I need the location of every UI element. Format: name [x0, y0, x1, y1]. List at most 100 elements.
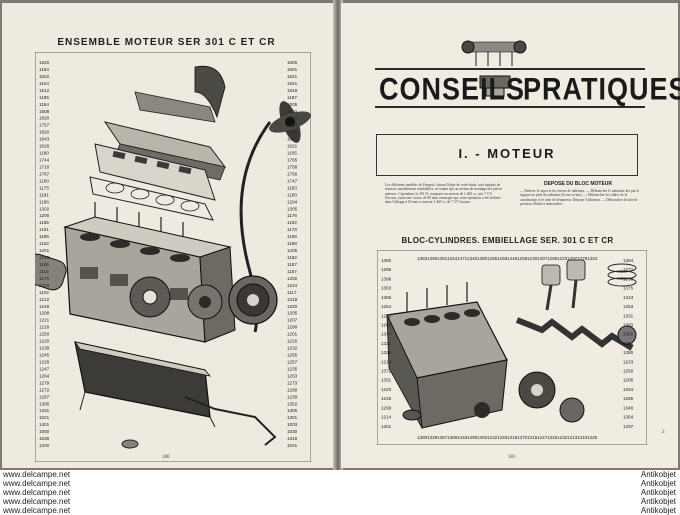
depose-steps-paragraph: — Enlever le capot et les écrous de radi… — [520, 189, 640, 206]
part-number-label: 1182 — [287, 255, 297, 260]
book-gutter — [333, 0, 343, 470]
part-number-label: 1184 — [39, 67, 49, 72]
bloc-cylindres-title: BLOC-CYLINDRES. EMBIELLAGE SER. 301 C ET… — [401, 236, 614, 245]
part-number-label: 1186 — [39, 199, 49, 204]
part-number-label: 1757 — [39, 123, 50, 128]
part-number-label: 1302 — [39, 206, 50, 211]
part-number-label: 1710 — [39, 165, 50, 170]
part-number-label: 1151 — [39, 227, 49, 232]
part-number-label: 1102 — [39, 290, 49, 295]
part-number-label: 1218 — [39, 325, 50, 330]
part-number-label: 1233 — [623, 359, 634, 364]
part-number-label: 1396 — [381, 276, 392, 281]
watermark-line: www.delcampe.net — [3, 506, 71, 515]
part-number-label: 1391 — [437, 256, 448, 261]
intro-paragraph: Les différents modèles de Peugeot, faisa… — [385, 183, 503, 205]
part-number-label: 1393 — [417, 256, 428, 261]
part-number-label: 1325 — [587, 435, 598, 440]
part-number-label: 1253 — [623, 304, 634, 309]
part-number-label: 1380 — [623, 350, 634, 355]
part-number-label: 1743 — [287, 116, 298, 121]
part-number-label: 1339 — [427, 435, 438, 440]
part-number-label: 1601 — [287, 67, 298, 72]
part-number-label: 1297 — [567, 256, 578, 261]
part-number-label: 1390 — [417, 435, 428, 440]
section-title: I. - MOTEUR — [458, 146, 556, 161]
part-number-label: 1265 — [287, 353, 298, 358]
part-number-label: 1247 — [537, 435, 548, 440]
part-number-label: 1303 — [381, 286, 392, 291]
part-number-label: 1200 — [39, 213, 50, 218]
part-number-label: 1305 — [287, 408, 298, 413]
part-number-label: 1272 — [39, 387, 50, 392]
part-number-label: 1348 — [457, 435, 468, 440]
part-number-label: 1297 — [623, 424, 634, 429]
part-number-label: 1249 — [39, 304, 50, 309]
part-number-label: 1232 — [487, 435, 498, 440]
section-moteur-box: I. - MOTEUR — [376, 134, 638, 176]
part-number-label: 1285 — [623, 396, 634, 401]
part-number-label: 1331 — [381, 341, 392, 346]
right-page-number: 181 — [508, 455, 516, 460]
part-number-label: 1320 — [287, 304, 298, 309]
part-number-label: 1326 — [381, 350, 392, 355]
part-number-label: 1307 — [537, 256, 548, 261]
part-number-label: 1104 — [39, 81, 49, 86]
part-number-label: 1536 — [39, 436, 50, 441]
part-number-label: 1223 — [381, 387, 392, 392]
part-number-label: 1294 — [623, 387, 634, 392]
part-number-label: 1230 — [527, 256, 538, 261]
part-number-label: 1152 — [39, 241, 49, 246]
part-number-label: 1263 — [287, 373, 298, 378]
part-number-label: 1610 — [287, 109, 298, 114]
part-number-label: 1390 — [427, 256, 438, 261]
part-number-label: 1393 — [477, 435, 488, 440]
part-number-label: 1195 — [39, 95, 49, 100]
part-number-label: 1290 — [287, 325, 298, 330]
part-number-label: 1756 — [287, 171, 298, 176]
part-number-label: 1210 — [39, 255, 50, 260]
part-number-label: 1384 — [623, 258, 634, 263]
corner-mark: 2 — [662, 430, 665, 435]
part-number-label: 1602 — [39, 74, 50, 79]
part-number-label: 1268 — [497, 256, 508, 261]
part-number-label: 1212 — [39, 297, 50, 302]
part-number-label: 1204 — [287, 199, 298, 204]
part-number-label: 1606 — [287, 60, 298, 65]
part-number-label: 1747 — [287, 178, 298, 183]
part-number-label: 1352 — [287, 401, 298, 406]
part-number-label: 1239 — [39, 346, 50, 351]
part-number-label: 1180 — [287, 123, 297, 128]
part-number-label: 1175 — [39, 185, 49, 190]
part-number-label: 1288 — [547, 256, 558, 261]
header-engine-illustration — [456, 38, 536, 98]
part-number-label: 1214 — [381, 415, 392, 420]
part-number-label: 1319 — [287, 297, 298, 302]
part-number-label: 1198 — [287, 241, 297, 246]
watermark-line: www.delcampe.net — [3, 470, 71, 479]
part-number-label: 1612 — [39, 88, 50, 93]
part-number-label: 1195 — [39, 234, 49, 239]
left-page-number: 180 — [162, 455, 170, 460]
part-number-label: 1201 — [39, 248, 50, 253]
part-number-label: 1269 — [517, 256, 528, 261]
part-number-label: 1331 — [39, 408, 50, 413]
part-number-label: 1232 — [557, 435, 568, 440]
part-number-label: 1246 — [381, 396, 392, 401]
part-number-label: 1228 — [39, 360, 50, 365]
part-number-label: 1232 — [287, 346, 298, 351]
part-number-label: 1316 — [287, 436, 298, 441]
part-number-label: 1301 — [287, 415, 298, 420]
part-number-label: 1207 — [287, 318, 298, 323]
part-number-label: 1305 — [287, 206, 298, 211]
part-number-label: 1180 — [39, 178, 49, 183]
part-number-label: 1185 — [39, 220, 49, 225]
heading-word-pratiques: PRATIQUES — [523, 72, 680, 107]
part-number-label: 1050 — [39, 429, 50, 434]
part-number-label: 1117 — [287, 290, 297, 295]
part-number-label: 1206 — [623, 378, 634, 383]
watermark-line: www.delcampe.net — [3, 488, 71, 497]
part-number-label: 1187 — [287, 95, 297, 100]
part-number-label: 1021 — [39, 415, 50, 420]
